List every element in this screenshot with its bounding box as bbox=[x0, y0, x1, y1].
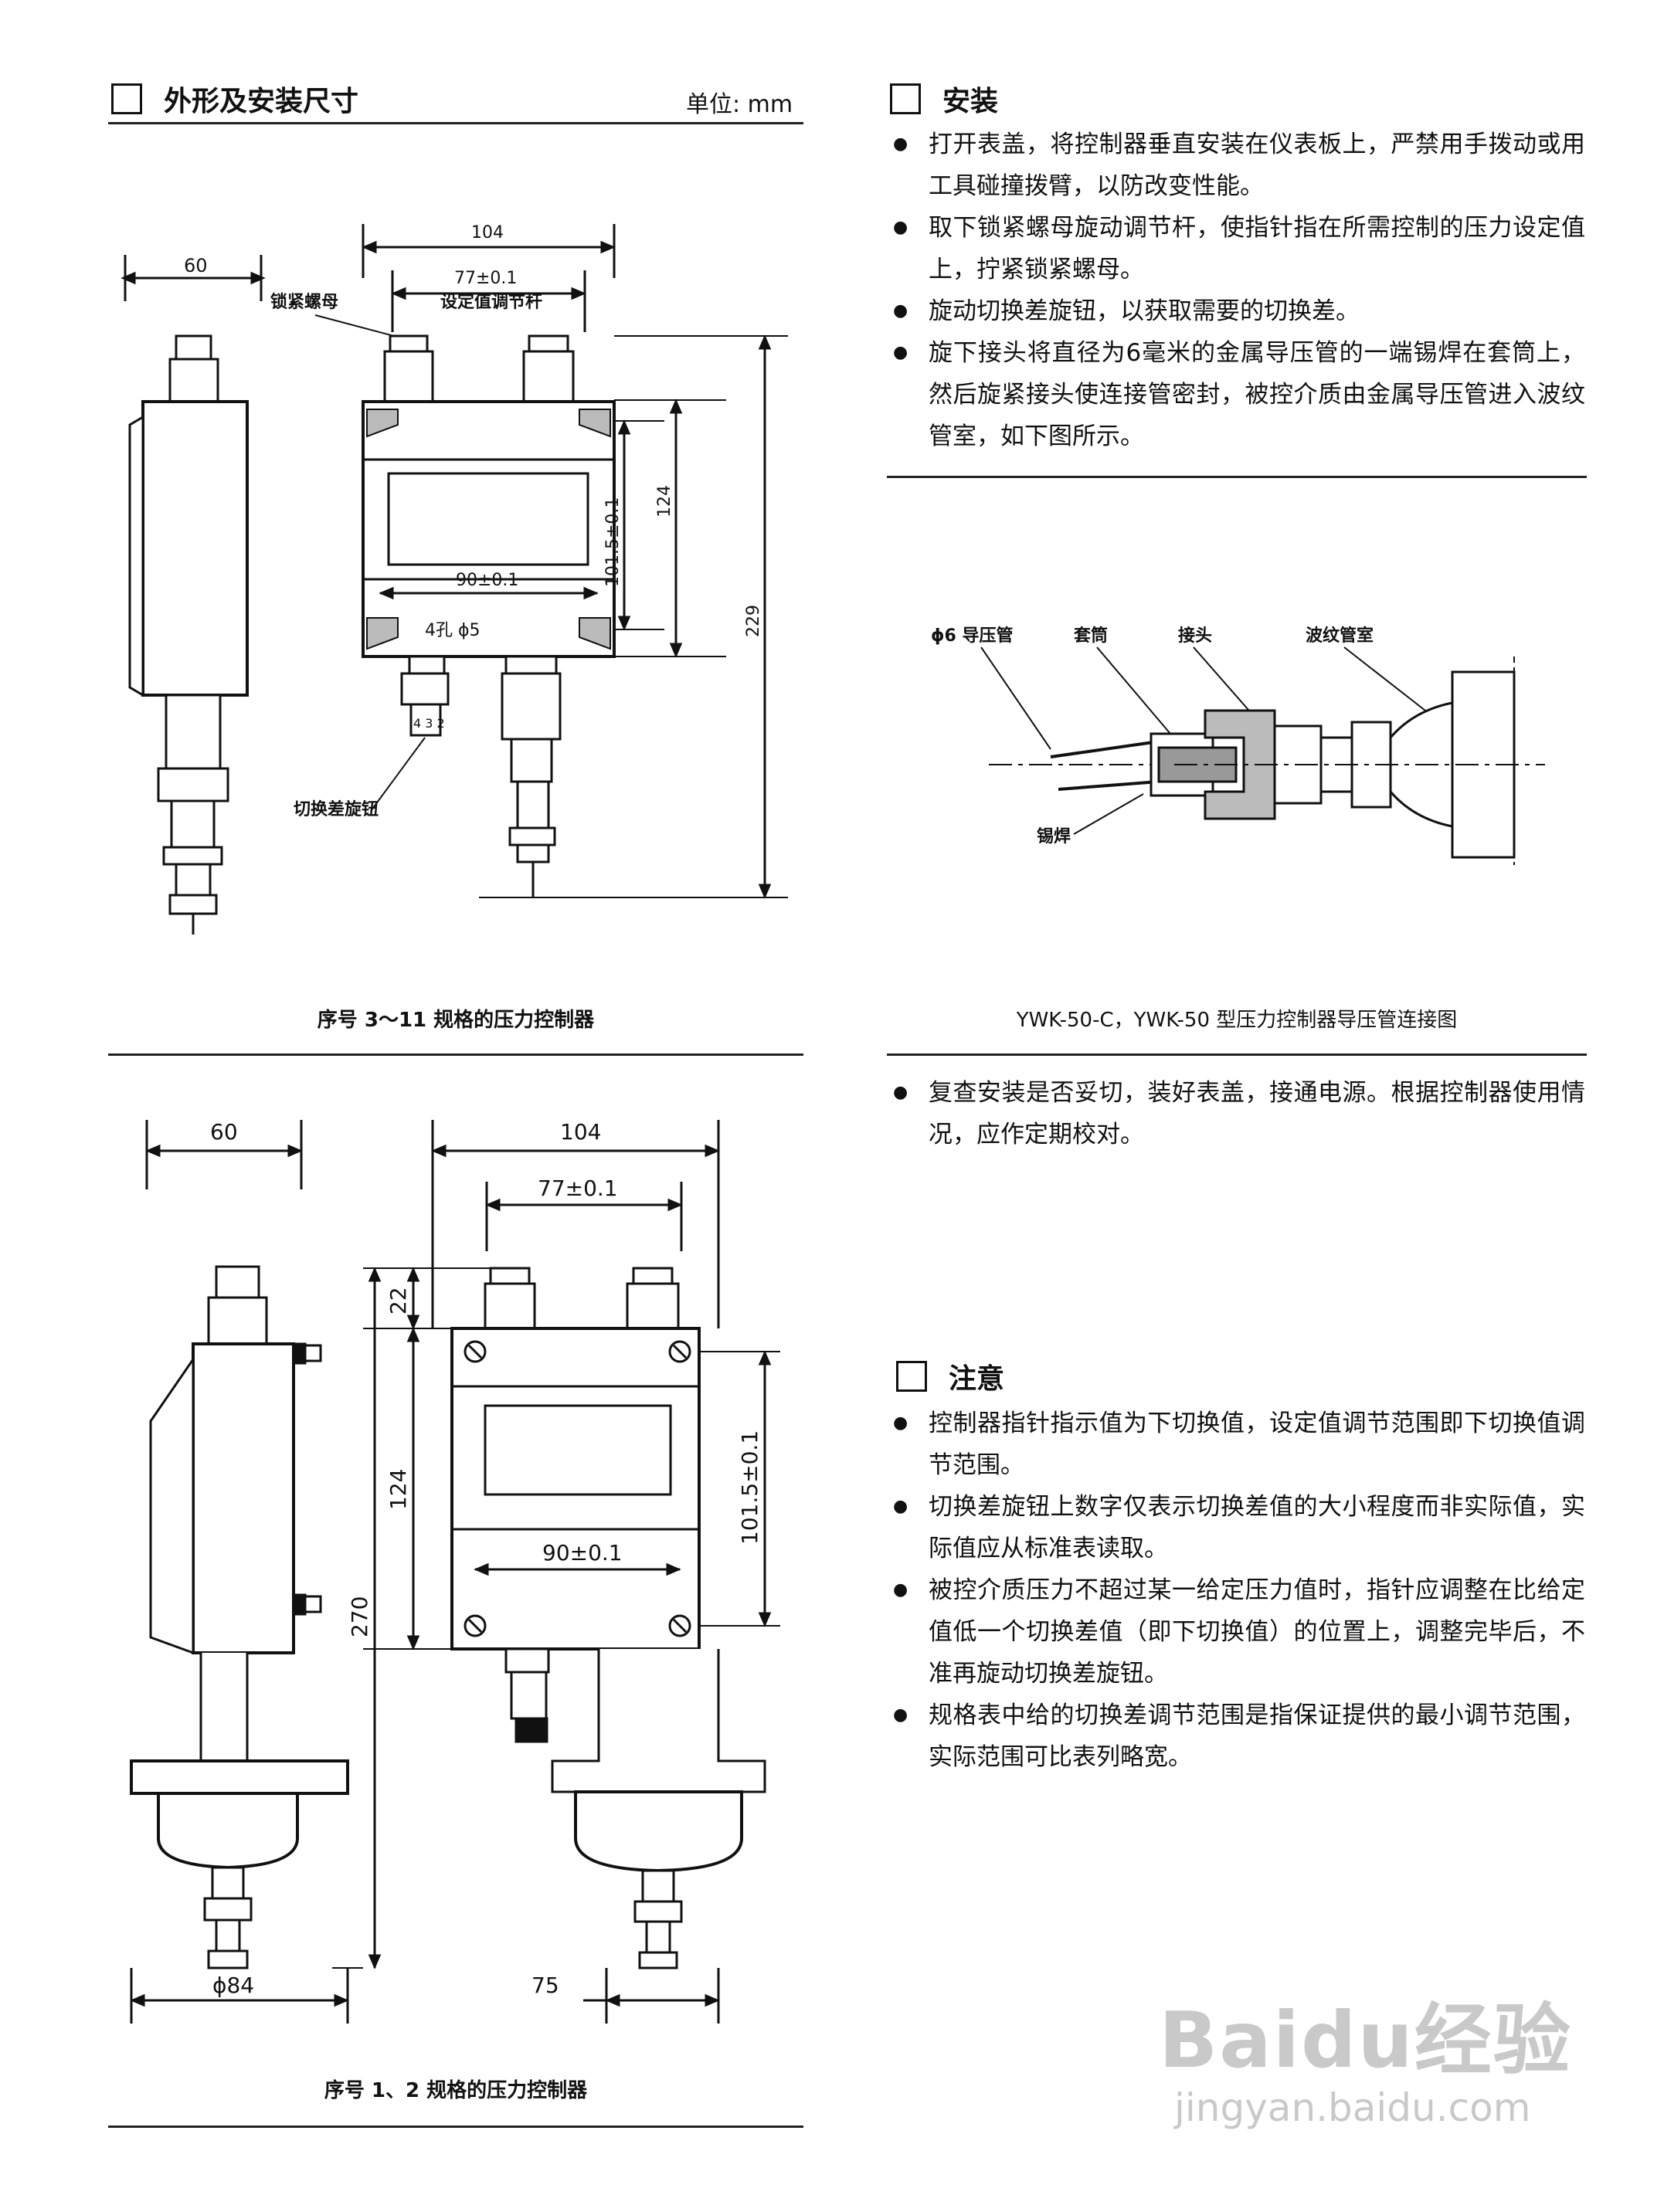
section-checkbox-icon bbox=[111, 83, 142, 114]
dim-offset: 75 bbox=[531, 1973, 559, 1998]
label-pipe: ϕ6 导压管 bbox=[931, 626, 1014, 646]
unit-label: 单位: mm bbox=[686, 91, 793, 118]
section-header-dimensions: 外形及安装尺寸 bbox=[111, 79, 358, 119]
controller-drawing-3-11: 60 104 77±0.1 锁紧螺母 设定值调节杆 90±0.1 4孔 ϕ5 1… bbox=[121, 223, 788, 935]
knob-digits: 4 3 2 bbox=[413, 716, 445, 731]
notes-list: 控制器指针指示值为下切换值，设定值调节范围即下切换值调节范围。 切换差旋钮上数字… bbox=[890, 1403, 1585, 1778]
dim-height-holes: 101.5±0.1 bbox=[603, 497, 623, 587]
section-checkbox-icon bbox=[890, 83, 921, 114]
dim-hole-spacing-bottom: 90±0.1 bbox=[542, 1540, 623, 1566]
divider bbox=[887, 1053, 1587, 1056]
dim-height-holes: 101.5±0.1 bbox=[737, 1430, 762, 1545]
install-steps: 打开表盖，将控制器垂直安装在仪表板上，严禁用手拨动或用工具碰撞拨臂，以防改变性能… bbox=[890, 124, 1585, 457]
install-extra: 复查安装是否妥切，装好表盖，接通电源。根据控制器使用情况，应作定期校对。 bbox=[890, 1072, 1585, 1155]
section-title: 外形及安装尺寸 bbox=[164, 86, 359, 117]
list-item: 取下锁紧螺母旋动调节杆，使指针指在所需控制的压力设定值上，拧紧锁紧螺母。 bbox=[890, 207, 1585, 290]
pipe-figure-caption: YWK-50-C，YWK-50 型压力控制器导压管连接图 bbox=[1016, 1009, 1458, 1032]
section-checkbox-icon bbox=[896, 1361, 927, 1392]
watermark-logo: Baidu经验 bbox=[1159, 1995, 1572, 2085]
section-header-notes: 注意 bbox=[896, 1356, 1004, 1396]
label-joint: 接头 bbox=[1178, 626, 1212, 646]
watermark-url: jingyan.baidu.com bbox=[1174, 2085, 1531, 2130]
dim-width-front: 104 bbox=[560, 1119, 601, 1145]
label-sleeve: 套筒 bbox=[1074, 626, 1108, 646]
label-set-rod: 设定值调节杆 bbox=[440, 292, 542, 312]
dim-height-total: 270 bbox=[347, 1596, 372, 1637]
dim-hole-size: 4孔 ϕ5 bbox=[425, 621, 481, 640]
list-item: 切换差旋钮上数字仅表示切换差值的大小程度而非实际值，实际值应从标准表读取。 bbox=[890, 1486, 1585, 1569]
label-diff-knob: 切换差旋钮 bbox=[294, 799, 379, 819]
label-lock-nut: 锁紧螺母 bbox=[270, 292, 338, 312]
list-item: 旋下接头将直径为6毫米的金属导压管的一端锡焊在套筒上，然后旋紧接头使连接管密封，… bbox=[890, 332, 1585, 457]
label-solder: 锡焊 bbox=[1037, 827, 1071, 846]
dim-height-total: 229 bbox=[744, 605, 763, 637]
section-title: 注意 bbox=[949, 1363, 1005, 1395]
divider bbox=[887, 476, 1587, 478]
dim-hole-spacing-top: 77±0.1 bbox=[454, 269, 517, 288]
dim-hole-spacing-top: 77±0.1 bbox=[538, 1176, 618, 1201]
figure-caption-1-2: 序号 1、2 规格的压力控制器 bbox=[324, 2079, 588, 2102]
list-item: 被控介质压力不超过某一给定压力值时，指针应调整在比给定值低一个切换差值（即下切换… bbox=[890, 1569, 1585, 1695]
dim-height-body: 124 bbox=[655, 485, 674, 517]
dim-width-side: 60 bbox=[184, 255, 208, 276]
section-title: 安装 bbox=[942, 86, 999, 117]
dim-flange-diameter: ϕ84 bbox=[212, 1973, 254, 1998]
list-item: 复查安装是否妥切，装好表盖，接通电源。根据控制器使用情况，应作定期校对。 bbox=[890, 1072, 1585, 1155]
dim-height-top: 22 bbox=[385, 1287, 411, 1315]
dim-width-front: 104 bbox=[471, 223, 504, 243]
divider bbox=[108, 122, 803, 124]
pipe-connection-diagram: ϕ6 导压管 套筒 接头 波纹管室 锡焊 bbox=[931, 626, 1545, 865]
label-bellows: 波纹管室 bbox=[1306, 626, 1374, 646]
section-header-install: 安装 bbox=[890, 79, 998, 119]
divider bbox=[108, 2125, 803, 2128]
dim-hole-spacing-bottom: 90±0.1 bbox=[456, 571, 518, 590]
list-item: 打开表盖，将控制器垂直安装在仪表板上，严禁用手拨动或用工具碰撞拨臂，以防改变性能… bbox=[890, 124, 1585, 207]
divider bbox=[108, 1053, 803, 1056]
dim-width-side: 60 bbox=[210, 1119, 238, 1145]
list-item: 规格表中给的切换差调节范围是指保证提供的最小调节范围，实际范围可比表列略宽。 bbox=[890, 1695, 1585, 1778]
figure-caption-3-11: 序号 3～11 规格的压力控制器 bbox=[317, 1009, 595, 1032]
dim-height-body: 124 bbox=[385, 1469, 411, 1510]
list-item: 旋动切换差旋钮，以获取需要的切换差。 bbox=[890, 290, 1585, 332]
controller-drawing-1-2: 60 ϕ84 104 77±0.1 90±0.1 22 124 270 bbox=[130, 1119, 780, 2024]
list-item: 控制器指针指示值为下切换值，设定值调节范围即下切换值调节范围。 bbox=[890, 1403, 1585, 1486]
